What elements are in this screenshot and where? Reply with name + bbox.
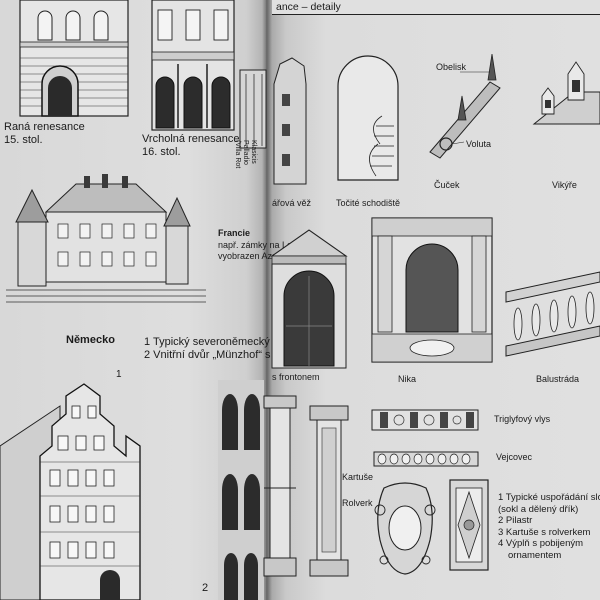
niche-illustration xyxy=(371,217,493,363)
early-renaissance-label: Raná renesance 15. stol. xyxy=(4,121,85,146)
cartouche-label: Kartuše xyxy=(342,472,374,482)
studded-panel-illustration xyxy=(449,479,489,571)
obelisk-voluta-illustration xyxy=(429,53,501,159)
cucek-label: Čuček xyxy=(434,180,460,190)
triglyph-label: Triglyfový vlys xyxy=(494,414,551,424)
klasicism-vertical-caption: Klasicis xyxy=(250,140,257,164)
pediment-portal-label: s frontonem xyxy=(272,372,320,382)
rolverk-label: Rolverk xyxy=(342,498,373,508)
munzhof-courtyard-illustration xyxy=(218,380,264,600)
high-renaissance-label: Vrcholná renesance 16. stol. xyxy=(142,133,240,158)
egg-dart-molding-illustration xyxy=(373,451,479,467)
high-renaissance-facade-illustration xyxy=(151,0,235,131)
section-header-bar xyxy=(272,0,600,15)
townhouse-marker: 1 xyxy=(116,369,122,380)
niche-label: Nika xyxy=(398,374,417,384)
dormer-windows-illustration xyxy=(532,61,600,125)
french-chateau-illustration xyxy=(6,174,206,303)
pilaster-illustration xyxy=(309,405,349,577)
triglyph-frieze-illustration xyxy=(371,409,479,431)
palladio-vertical-caption: Palladio xyxy=(242,140,249,165)
book-gutter xyxy=(262,0,272,600)
cartouche-illustration xyxy=(374,482,436,575)
column-arrangement-illustration xyxy=(263,395,297,577)
voluta-label: Voluta xyxy=(466,139,492,149)
staircase-label: Točité schodiště xyxy=(336,198,401,208)
spiral-staircase-illustration xyxy=(337,55,399,181)
tower-label: ářová věž xyxy=(272,198,312,208)
egg-dart-label: Vejcovec xyxy=(496,452,533,462)
obelisk-label: Obelisk xyxy=(436,62,467,72)
balustrade-label: Balustráda xyxy=(536,374,580,384)
numbered-legend-list: 1 Typické uspořádání slo (sokl a dělený … xyxy=(498,492,600,561)
stair-tower-illustration xyxy=(273,57,307,185)
germany-heading: Německo xyxy=(66,334,115,346)
german-townhouse-illustration xyxy=(0,383,141,600)
france-heading: Francie xyxy=(218,228,251,238)
section-title: ance – detaily xyxy=(276,1,341,13)
villa-rotonda-vertical-caption: (Villa Rot xyxy=(234,140,241,169)
klasicism-villa-illustration xyxy=(239,69,267,149)
page-number: 2 xyxy=(202,582,209,594)
dormers-label: Vikýře xyxy=(552,180,577,190)
pedimented-portal-illustration xyxy=(270,229,348,369)
early-renaissance-facade-illustration xyxy=(19,0,129,117)
balustrade-illustration xyxy=(505,271,600,357)
france-description: např. zámky na Lo vyobrazen Azay le xyxy=(218,240,293,261)
